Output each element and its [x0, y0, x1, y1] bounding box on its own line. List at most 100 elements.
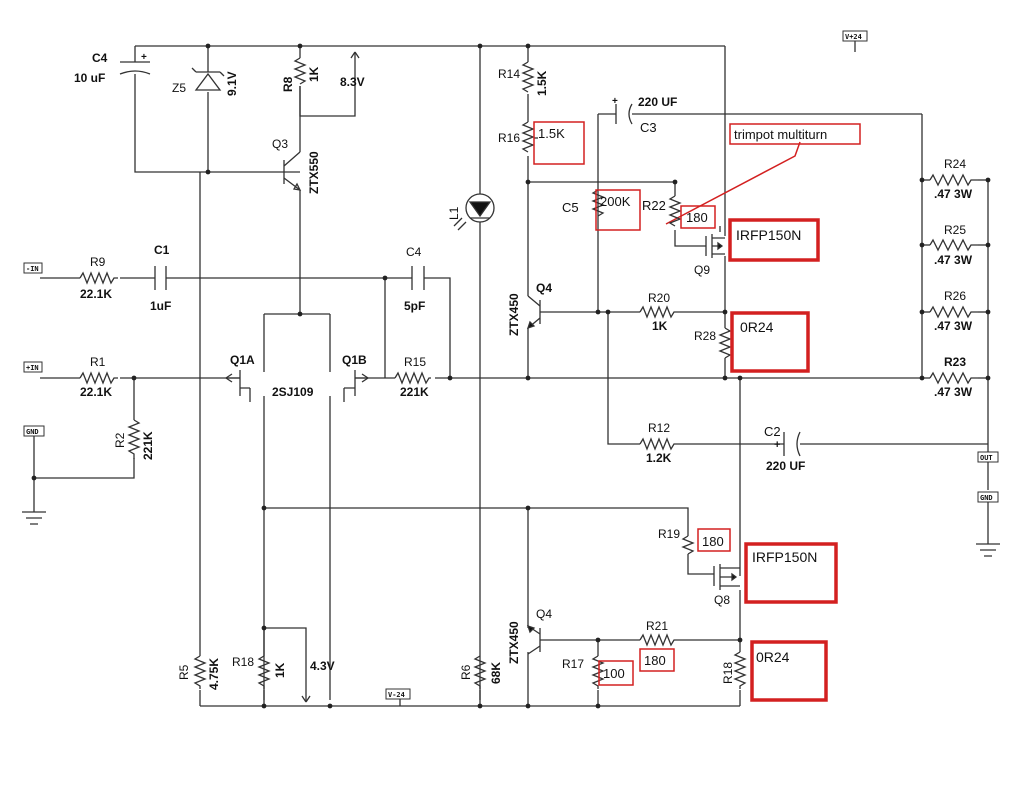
resistor-r24 [929, 173, 978, 187]
label-r21-name: R21 [646, 619, 668, 633]
label-q1b: Q1B [342, 353, 367, 367]
port-in-minus: -IN [23, 262, 43, 274]
resistor-r26 [929, 305, 978, 319]
resistor-r9 [79, 271, 118, 285]
label-c1-value: 1uF [150, 299, 171, 313]
resistor-r12 [639, 437, 680, 451]
label-r23-value: .47 3W [934, 385, 973, 399]
label-r9-value: 22.1K [80, 287, 112, 301]
label-r14-name: R14 [498, 67, 520, 81]
label-r18-left-value: 1K [273, 662, 287, 678]
label-r16-name: R16 [498, 131, 520, 145]
label-r18-right-value: 0R24 [756, 649, 790, 665]
label-c2-name: C2 [764, 424, 781, 439]
label-r17-value: 100 [603, 666, 625, 681]
label-r15-value: 221K [400, 385, 429, 399]
label-r5-name: R5 [177, 664, 191, 680]
label-r25-name: R25 [944, 223, 966, 237]
resistor-r6 [473, 655, 487, 689]
label-r19-name: R19 [658, 527, 680, 541]
capacitor-c2 [783, 431, 801, 457]
label-r23-name: R23 [944, 355, 966, 369]
label-q3-name: Q3 [272, 137, 288, 151]
label-q3-value: ZTX550 [307, 151, 321, 194]
label-r15-name: R15 [404, 355, 426, 369]
label-r9-name: R9 [90, 255, 106, 269]
port-in-minus-label: -IN [26, 265, 39, 273]
zener-z5 [191, 67, 225, 91]
label-r20-name: R20 [648, 291, 670, 305]
resistor-r19 [681, 535, 695, 555]
label-c5-name: C5 [562, 200, 579, 215]
label-r6-value: 68K [489, 662, 503, 684]
resistor-r23 [929, 371, 978, 385]
label-r26-value: .47 3W [934, 319, 973, 333]
svg-text:+: + [612, 96, 618, 107]
capacitor-c4-mid [411, 266, 425, 290]
label-c4-mid-name: C4 [406, 245, 422, 259]
label-c4-mid-value: 5pF [404, 299, 425, 313]
transistor-q4-top [526, 295, 541, 330]
component-labels: C4 10 uF Z5 9.1V R8 1K 8.3V Q3 ZTX550 L1… [74, 51, 973, 690]
label-c4-top-value: 10 uF [74, 71, 105, 85]
label-q4-top-name: Q4 [536, 281, 552, 295]
label-r16-value: 1.5K [538, 126, 565, 141]
resistor-r14 [521, 61, 535, 93]
transistor-q3 [283, 151, 302, 191]
label-r1-name: R1 [90, 355, 106, 369]
resistor-r16 [521, 121, 538, 153]
svg-text:+: + [141, 52, 147, 63]
jfet-q1a [224, 370, 250, 396]
label-r19-value: 180 [702, 534, 724, 549]
port-gnd-left-label: GND [26, 428, 39, 436]
label-r12-name: R12 [648, 421, 670, 435]
label-c4-top-name: C4 [92, 51, 108, 65]
port-in-plus-label: +IN [26, 364, 39, 372]
label-z5-value: 9.1V [225, 71, 239, 96]
label-q9-value: IRFP150N [736, 227, 801, 243]
port-out: OUT [977, 451, 999, 463]
label-l1-name: L1 [447, 206, 461, 220]
capacitor-c3: + [612, 96, 633, 125]
resistor-r1 [79, 371, 118, 385]
resistor-r17 [591, 655, 605, 689]
resistor-r8 [293, 51, 360, 85]
resistor-r15 [394, 371, 431, 385]
label-z5-name: Z5 [172, 81, 186, 95]
label-r2-value: 221K [141, 431, 155, 460]
red-annotations [533, 121, 861, 702]
label-r25-value: .47 3W [934, 253, 973, 267]
label-r17-name: R17 [562, 657, 584, 671]
transistor-q4-bottom [526, 624, 541, 655]
ground-right-icon [976, 543, 1000, 557]
wires [33, 40, 989, 707]
label-q4-bottom-value: ZTX450 [507, 621, 521, 664]
label-q4-bottom-name: Q4 [536, 607, 552, 621]
label-r24-value: .47 3W [934, 187, 973, 201]
junction-dots [31, 43, 991, 709]
resistor-r5 [193, 655, 207, 689]
resistor-r28 [718, 327, 732, 359]
jfet-q1b [344, 370, 370, 396]
label-q1-part: 2SJ109 [272, 385, 314, 399]
label-trimpot-note: trimpot multiturn [734, 127, 827, 142]
label-q1a: Q1A [230, 353, 255, 367]
resistor-r18-left [257, 655, 311, 703]
label-r24-name: R24 [944, 157, 966, 171]
label-r18-left-name: R18 [232, 655, 254, 669]
label-q8-name: Q8 [714, 593, 730, 607]
mosfet-q9 [705, 234, 725, 258]
port-gnd-right: GND [977, 491, 999, 503]
resistor-r22 [668, 195, 682, 227]
resistor-r20 [639, 305, 680, 319]
led-l1 [453, 193, 495, 231]
label-r26-name: R26 [944, 289, 966, 303]
label-r8-value: 1K [307, 66, 321, 82]
port-v-minus: V-24 [385, 688, 411, 700]
label-q9-name: Q9 [694, 263, 710, 277]
label-voltage-4-3: 4.3V [310, 659, 335, 673]
label-r14-value: 1.5K [535, 70, 549, 96]
resistor-r18-right [733, 651, 747, 689]
capacitor-c1 [154, 266, 167, 290]
